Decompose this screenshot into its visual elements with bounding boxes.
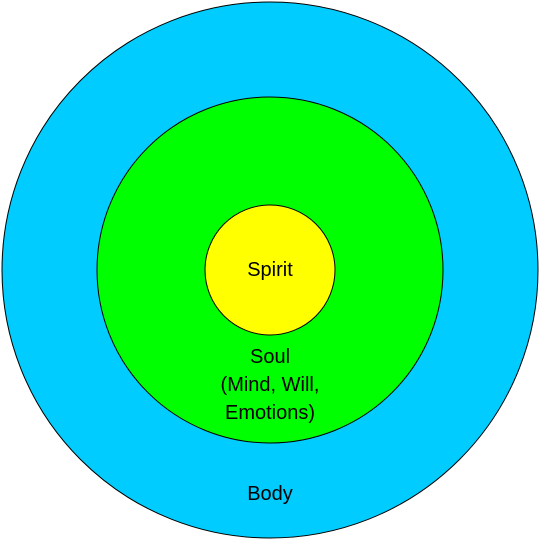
body-label: Body <box>247 483 293 505</box>
soul-label-line-3: Emotions) <box>225 402 315 424</box>
soul-label-line-1: Soul <box>250 346 290 368</box>
soul-label-line-2: (Mind, Will, <box>221 374 320 396</box>
spirit-label: Spirit <box>247 259 293 281</box>
spirit-circle <box>204 204 336 336</box>
